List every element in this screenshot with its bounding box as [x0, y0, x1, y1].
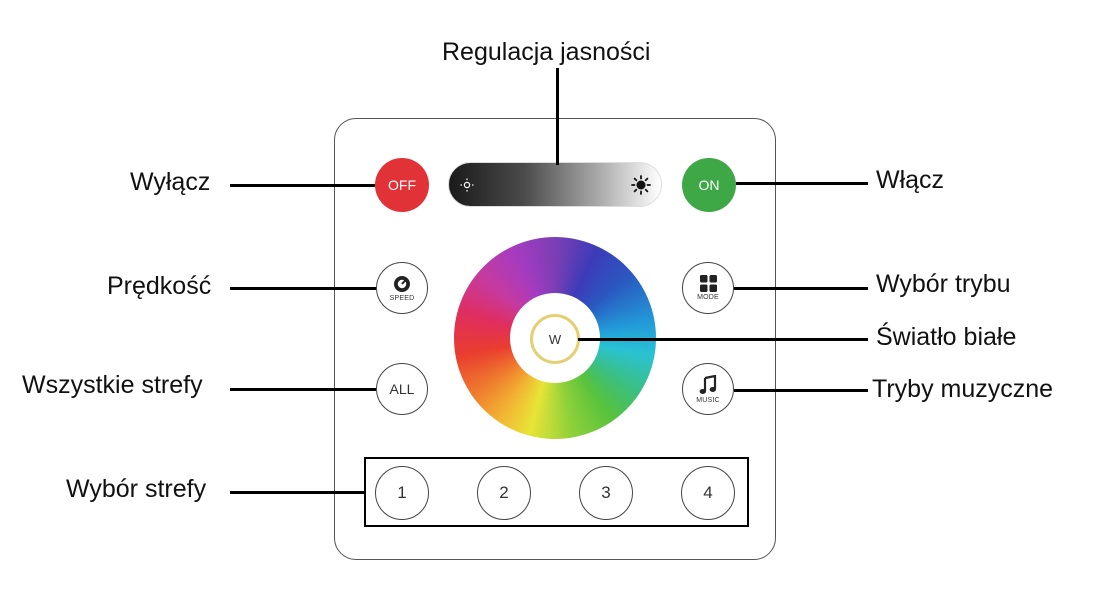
off-leader-line — [230, 184, 375, 187]
all-zones-button[interactable]: ALL — [376, 363, 428, 415]
music-button[interactable]: MUSIC — [682, 363, 734, 415]
all-leader-line — [230, 388, 376, 391]
zone-2-label: 2 — [499, 483, 509, 502]
zone-4-label: 4 — [703, 483, 713, 502]
zone-selection-box — [364, 457, 749, 527]
brightness-leader-line — [556, 68, 559, 165]
white-light-label: Światło białe — [876, 323, 1017, 351]
speed-leader-line — [230, 287, 376, 290]
white-leader-line — [578, 338, 868, 341]
mode-button-label: MODE — [697, 294, 719, 301]
zone-select-label: Wybór strefy — [66, 475, 207, 503]
zone-1-button[interactable]: 1 — [375, 466, 429, 520]
mode-label: Wybór trybu — [876, 270, 1011, 298]
white-light-button[interactable]: W — [530, 314, 580, 364]
off-label: Wyłącz — [130, 168, 211, 196]
brightness-label: Regulacja jasności — [442, 38, 651, 66]
sun-high-icon — [631, 175, 651, 195]
on-button-label: ON — [698, 177, 720, 193]
all-zones-label: Wszystkie strefy — [22, 371, 203, 399]
white-button-label: W — [548, 331, 562, 347]
zone-leader-line — [230, 491, 364, 494]
speed-button-label: SPEED — [389, 294, 415, 302]
on-button[interactable]: ON — [682, 158, 736, 212]
music-modes-label: Tryby muzyczne — [872, 375, 1054, 403]
all-button-label: ALL — [389, 381, 415, 397]
mode-button[interactable]: MODE — [682, 262, 734, 314]
on-leader-line — [736, 182, 868, 185]
zone-2-button[interactable]: 2 — [477, 466, 531, 520]
off-button[interactable]: OFF — [375, 158, 429, 212]
zone-3-label: 3 — [601, 483, 611, 502]
mode-leader-line — [734, 287, 868, 290]
brightness-slider[interactable] — [448, 162, 662, 207]
music-button-label: MUSIC — [696, 396, 720, 404]
zone-4-button[interactable]: 4 — [681, 466, 735, 520]
music-note-icon — [699, 374, 717, 394]
speed-dial-icon — [394, 275, 410, 292]
music-leader-line — [734, 389, 868, 392]
mode-grid-icon — [699, 275, 717, 292]
zone-3-button[interactable]: 3 — [579, 466, 633, 520]
speed-label: Prędkość — [107, 272, 212, 300]
zone-1-label: 1 — [397, 483, 407, 502]
off-button-label: OFF — [388, 177, 416, 193]
speed-button[interactable]: SPEED — [376, 262, 428, 314]
on-label: Włącz — [876, 166, 945, 194]
sun-low-icon — [460, 178, 474, 192]
